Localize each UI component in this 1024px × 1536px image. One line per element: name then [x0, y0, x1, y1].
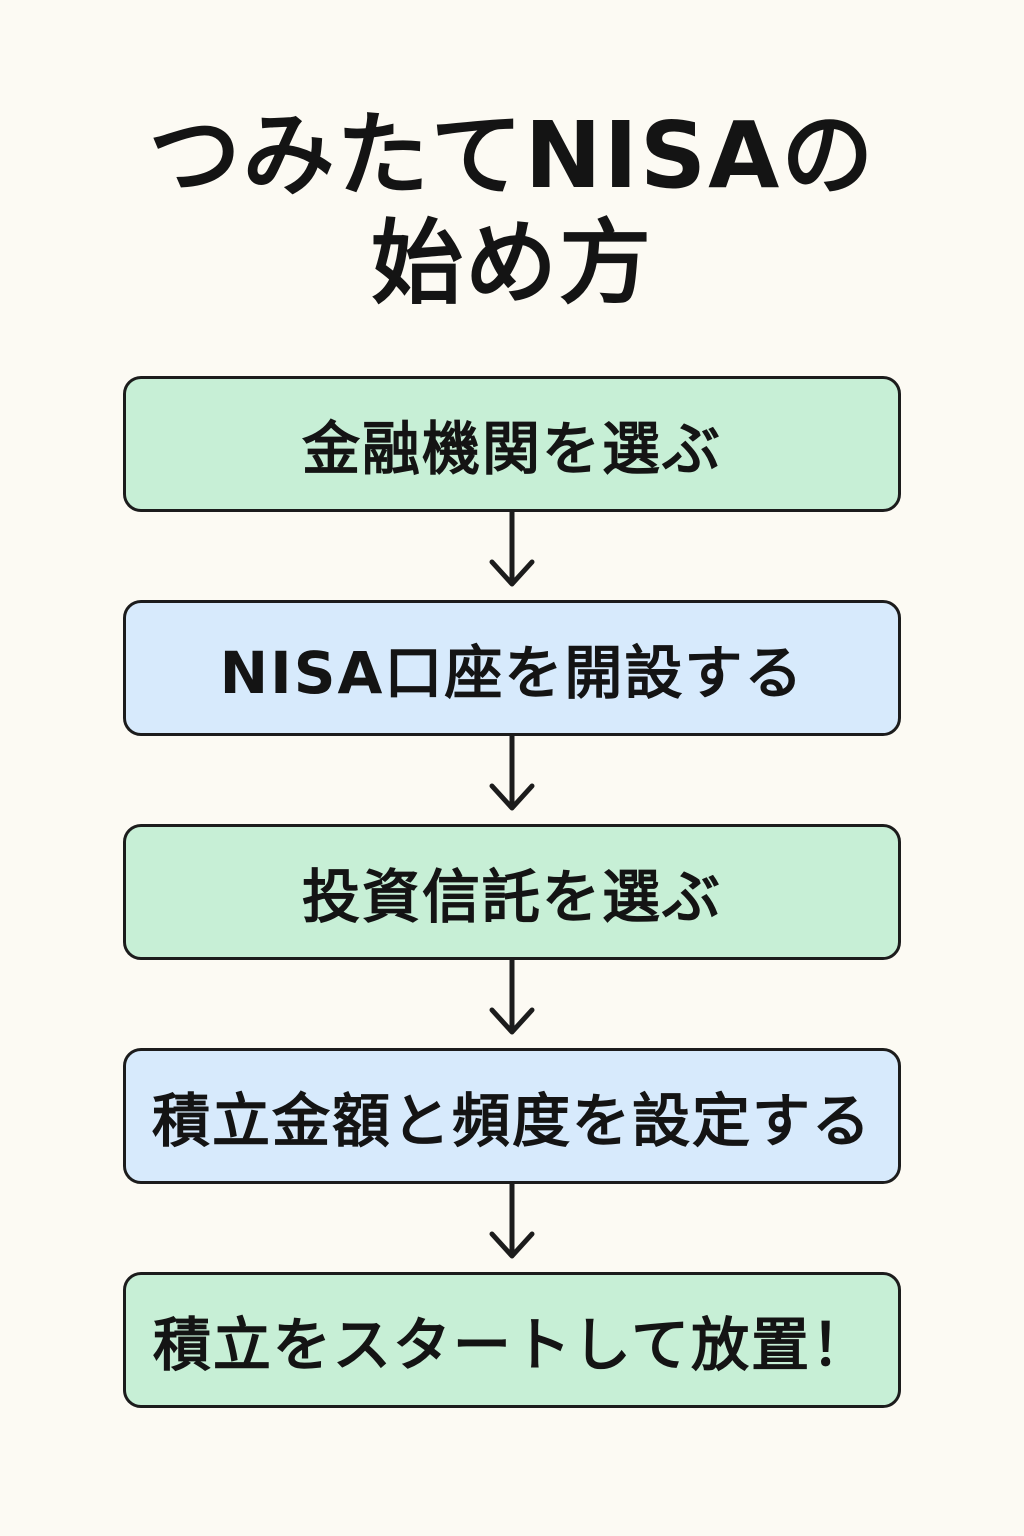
- arrow-down-icon: [489, 958, 535, 1035]
- page-title-line-1: つみたてNISAの: [148, 102, 876, 209]
- step-2-box: NISA口座を開設する: [123, 600, 901, 736]
- step-4-box: 積立金額と頻度を設定する: [123, 1048, 901, 1184]
- step-5-label: 積立をスタートして放置！: [152, 1311, 872, 1379]
- step-1-box: 金融機関を選ぶ: [123, 376, 901, 512]
- step-3-label: 投資信託を選ぶ: [301, 863, 722, 931]
- arrow-down-icon: [489, 1182, 535, 1259]
- step-2-label: NISA口座を開設する: [219, 639, 805, 707]
- page-title-line-2: 始め方: [370, 210, 653, 317]
- step-5-box: 積立をスタートして放置！: [123, 1272, 901, 1408]
- step-1-label: 金融機関を選ぶ: [301, 415, 722, 483]
- arrow-down-icon: [489, 734, 535, 811]
- step-4-label: 積立金額と頻度を設定する: [151, 1087, 872, 1155]
- step-3-box: 投資信託を選ぶ: [123, 824, 901, 960]
- arrow-down-icon: [489, 510, 535, 587]
